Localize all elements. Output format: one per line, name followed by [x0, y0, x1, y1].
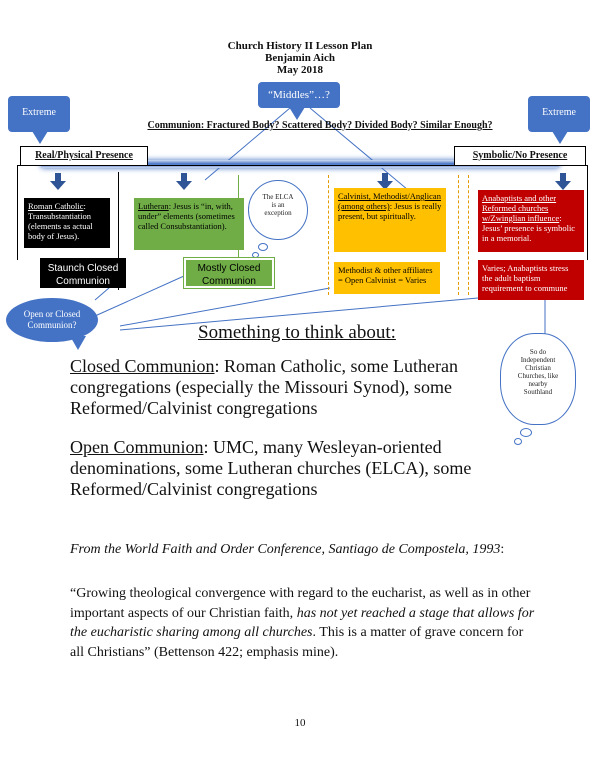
communion-box-lutheran: Mostly Closed Communion: [183, 257, 275, 289]
box-roman-catholic-title: Roman Catholic: [28, 201, 84, 211]
think-heading: Something to think about:: [198, 322, 396, 344]
document-author: Benjamin Aich: [265, 52, 335, 64]
arrow-down-4: [555, 173, 571, 190]
arrow-down-1: [50, 173, 66, 190]
pole-symbolic-presence: Symbolic/No Presence: [454, 146, 586, 166]
closed-communion-label: Closed Communion: [70, 356, 215, 376]
box-calvinist-title: Calvinist, Methodist/Anglican (among oth…: [338, 191, 441, 211]
callout-open-closed-text: Open or Closed Communion?: [23, 309, 81, 330]
source-colon: :: [500, 542, 505, 557]
page-number: 10: [294, 717, 306, 729]
source-citation-text: From the World Faith and Order Conferenc…: [70, 542, 501, 557]
callout-extreme-left: Extreme: [8, 96, 70, 144]
communion-box-calvinist: Methodist & other affiliates = Open Calv…: [334, 262, 440, 294]
arrow-down-2: [176, 173, 192, 190]
divider-1: [118, 172, 119, 290]
divider-4: [458, 175, 459, 295]
frame-top: [17, 165, 587, 166]
box-roman-catholic-text: : Transubstantiation (elements as actual…: [28, 201, 93, 241]
open-communion-paragraph: Open Communion: UMC, many Wesleyan-orien…: [70, 437, 510, 500]
thought-cloud-independent: So do Independent Christian Churches, li…: [500, 333, 576, 425]
quote-end: . This is a matter of grave concern for …: [70, 625, 524, 660]
thought-cloud-elca-text: The ELCA is an exception: [262, 193, 294, 217]
quote-start: “Growing theological convergence with re…: [70, 586, 531, 621]
quote-block: “Growing theological convergence with re…: [70, 584, 540, 662]
thought-bubble-dot: [252, 252, 259, 258]
document-title: Church History II Lesson Plan: [227, 40, 373, 52]
callout-open-closed-tail: [70, 336, 86, 350]
callout-extreme-left-text: Extreme: [22, 107, 56, 118]
quote-italic: has not yet reached a stage that allows …: [70, 605, 535, 641]
callout-extreme-right-text: Extreme: [542, 107, 576, 118]
box-lutheran-title: Lutheran: [138, 201, 169, 211]
communion-box-catholic: Staunch Closed Communion: [40, 258, 126, 288]
callout-middles: “Middles”…?: [258, 82, 340, 120]
spectrum-bar: [40, 160, 560, 168]
think-heading-text: Something to think about:: [198, 322, 396, 343]
box-anabaptist: Anabaptists and other Reformed churches …: [478, 190, 584, 252]
thought-bubble-dot: [514, 438, 522, 445]
callout-open-closed: Open or Closed Communion?: [6, 298, 98, 342]
frame-right: [587, 165, 588, 260]
box-anabaptist-text: : Jesus’ presence is symbolic in a memor…: [482, 213, 576, 243]
box-lutheran: Lutheran: Jesus is “in, with, under” ele…: [134, 198, 244, 250]
closed-communion-paragraph: Closed Communion: Roman Catholic, some L…: [70, 356, 510, 419]
open-communion-text: : UMC, many Wesleyan-oriented denominati…: [70, 437, 472, 499]
box-calvinist: Calvinist, Methodist/Anglican (among oth…: [334, 188, 446, 252]
arrow-down-3: [377, 173, 393, 190]
box-calvinist-text: : Jesus is really present, but spiritual…: [338, 201, 442, 221]
box-anabaptist-title: Anabaptists and other Reformed churches …: [482, 193, 560, 223]
thought-bubble-dot: [520, 428, 532, 437]
callout-middles-text: “Middles”…?: [268, 89, 330, 101]
source-citation: From the World Faith and Order Conferenc…: [70, 540, 560, 559]
callout-extreme-right: Extreme: [528, 96, 590, 144]
document-date: May 2018: [276, 64, 324, 76]
communion-box-anabaptist: Varies; Anabaptists stress the adult bap…: [478, 260, 584, 300]
box-roman-catholic: Roman Catholic: Transubstantiation (elem…: [24, 198, 110, 248]
divider-3: [328, 175, 329, 295]
box-lutheran-text: : Jesus is “in, with, under” elements (s…: [138, 201, 235, 231]
diagram-question: Communion: Fractured Body? Scattered Bod…: [147, 120, 493, 131]
open-communion-label: Open Communion: [70, 437, 204, 457]
closed-communion-text: : Roman Catholic, some Lutheran congrega…: [70, 356, 458, 418]
thought-bubble-dot: [258, 243, 268, 251]
frame-left: [17, 165, 18, 260]
pole-real-presence: Real/Physical Presence: [20, 146, 148, 166]
divider-5: [468, 175, 469, 295]
thought-cloud-independent-text: So do Independent Christian Churches, li…: [517, 348, 559, 396]
thought-cloud-elca: The ELCA is an exception: [248, 180, 308, 240]
